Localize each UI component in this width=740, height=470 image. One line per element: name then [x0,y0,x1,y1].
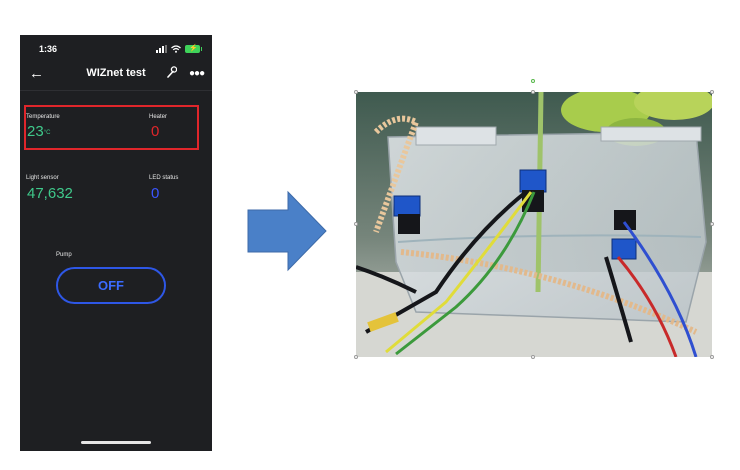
heater-label: Heater [149,114,168,120]
selection-handle-bl[interactable] [354,355,358,359]
wrench-icon[interactable] [166,66,177,78]
phone-screenshot: 1:36 ⚡ ← WIZnet test ●●● Temperature 23°… [20,35,212,451]
heater-value: 0 [151,123,160,140]
selection-handle-br[interactable] [710,355,714,359]
selection-handle-bottom[interactable] [531,355,535,359]
highlight-box [24,105,199,150]
temperature-label: Temperature [26,114,60,120]
selection-handle-left[interactable] [354,222,358,226]
signal-icon [156,45,167,53]
selection-handle-tr[interactable] [710,90,714,94]
led-status-label: LED status [149,175,179,181]
temperature-unit: °C [43,130,51,136]
led-status-value: 0 [151,185,160,202]
rotate-handle-icon[interactable] [531,79,535,83]
nav-divider [20,90,212,91]
light-sensor-value: 47,632 [27,185,73,202]
wifi-icon [171,45,181,53]
light-sensor-label: Light sensor [26,175,59,181]
battery-icon: ⚡ [185,45,202,53]
back-arrow-icon[interactable]: ← [29,65,44,82]
pump-button-label: OFF [98,278,124,293]
pump-toggle-button[interactable]: OFF [56,267,166,304]
hydroponic-prototype-photo [356,92,712,357]
right-arrow-shape [247,190,327,272]
status-icons: ⚡ [156,44,202,54]
nav-bar: ← WIZnet test ●●● [20,63,212,89]
selection-handle-top[interactable] [531,90,535,94]
selection-handle-right[interactable] [710,222,714,226]
temperature-value: 23 [27,123,44,140]
home-indicator [81,441,151,444]
page-title: WIZnet test [86,67,146,79]
temperature-value-group: 23°C [27,124,50,140]
more-dots-icon[interactable]: ●●● [189,68,205,79]
selection-handle-tl[interactable] [354,90,358,94]
status-time: 1:36 [39,44,58,54]
pump-label: Pump [56,252,72,258]
status-bar: 1:36 ⚡ [20,35,212,63]
